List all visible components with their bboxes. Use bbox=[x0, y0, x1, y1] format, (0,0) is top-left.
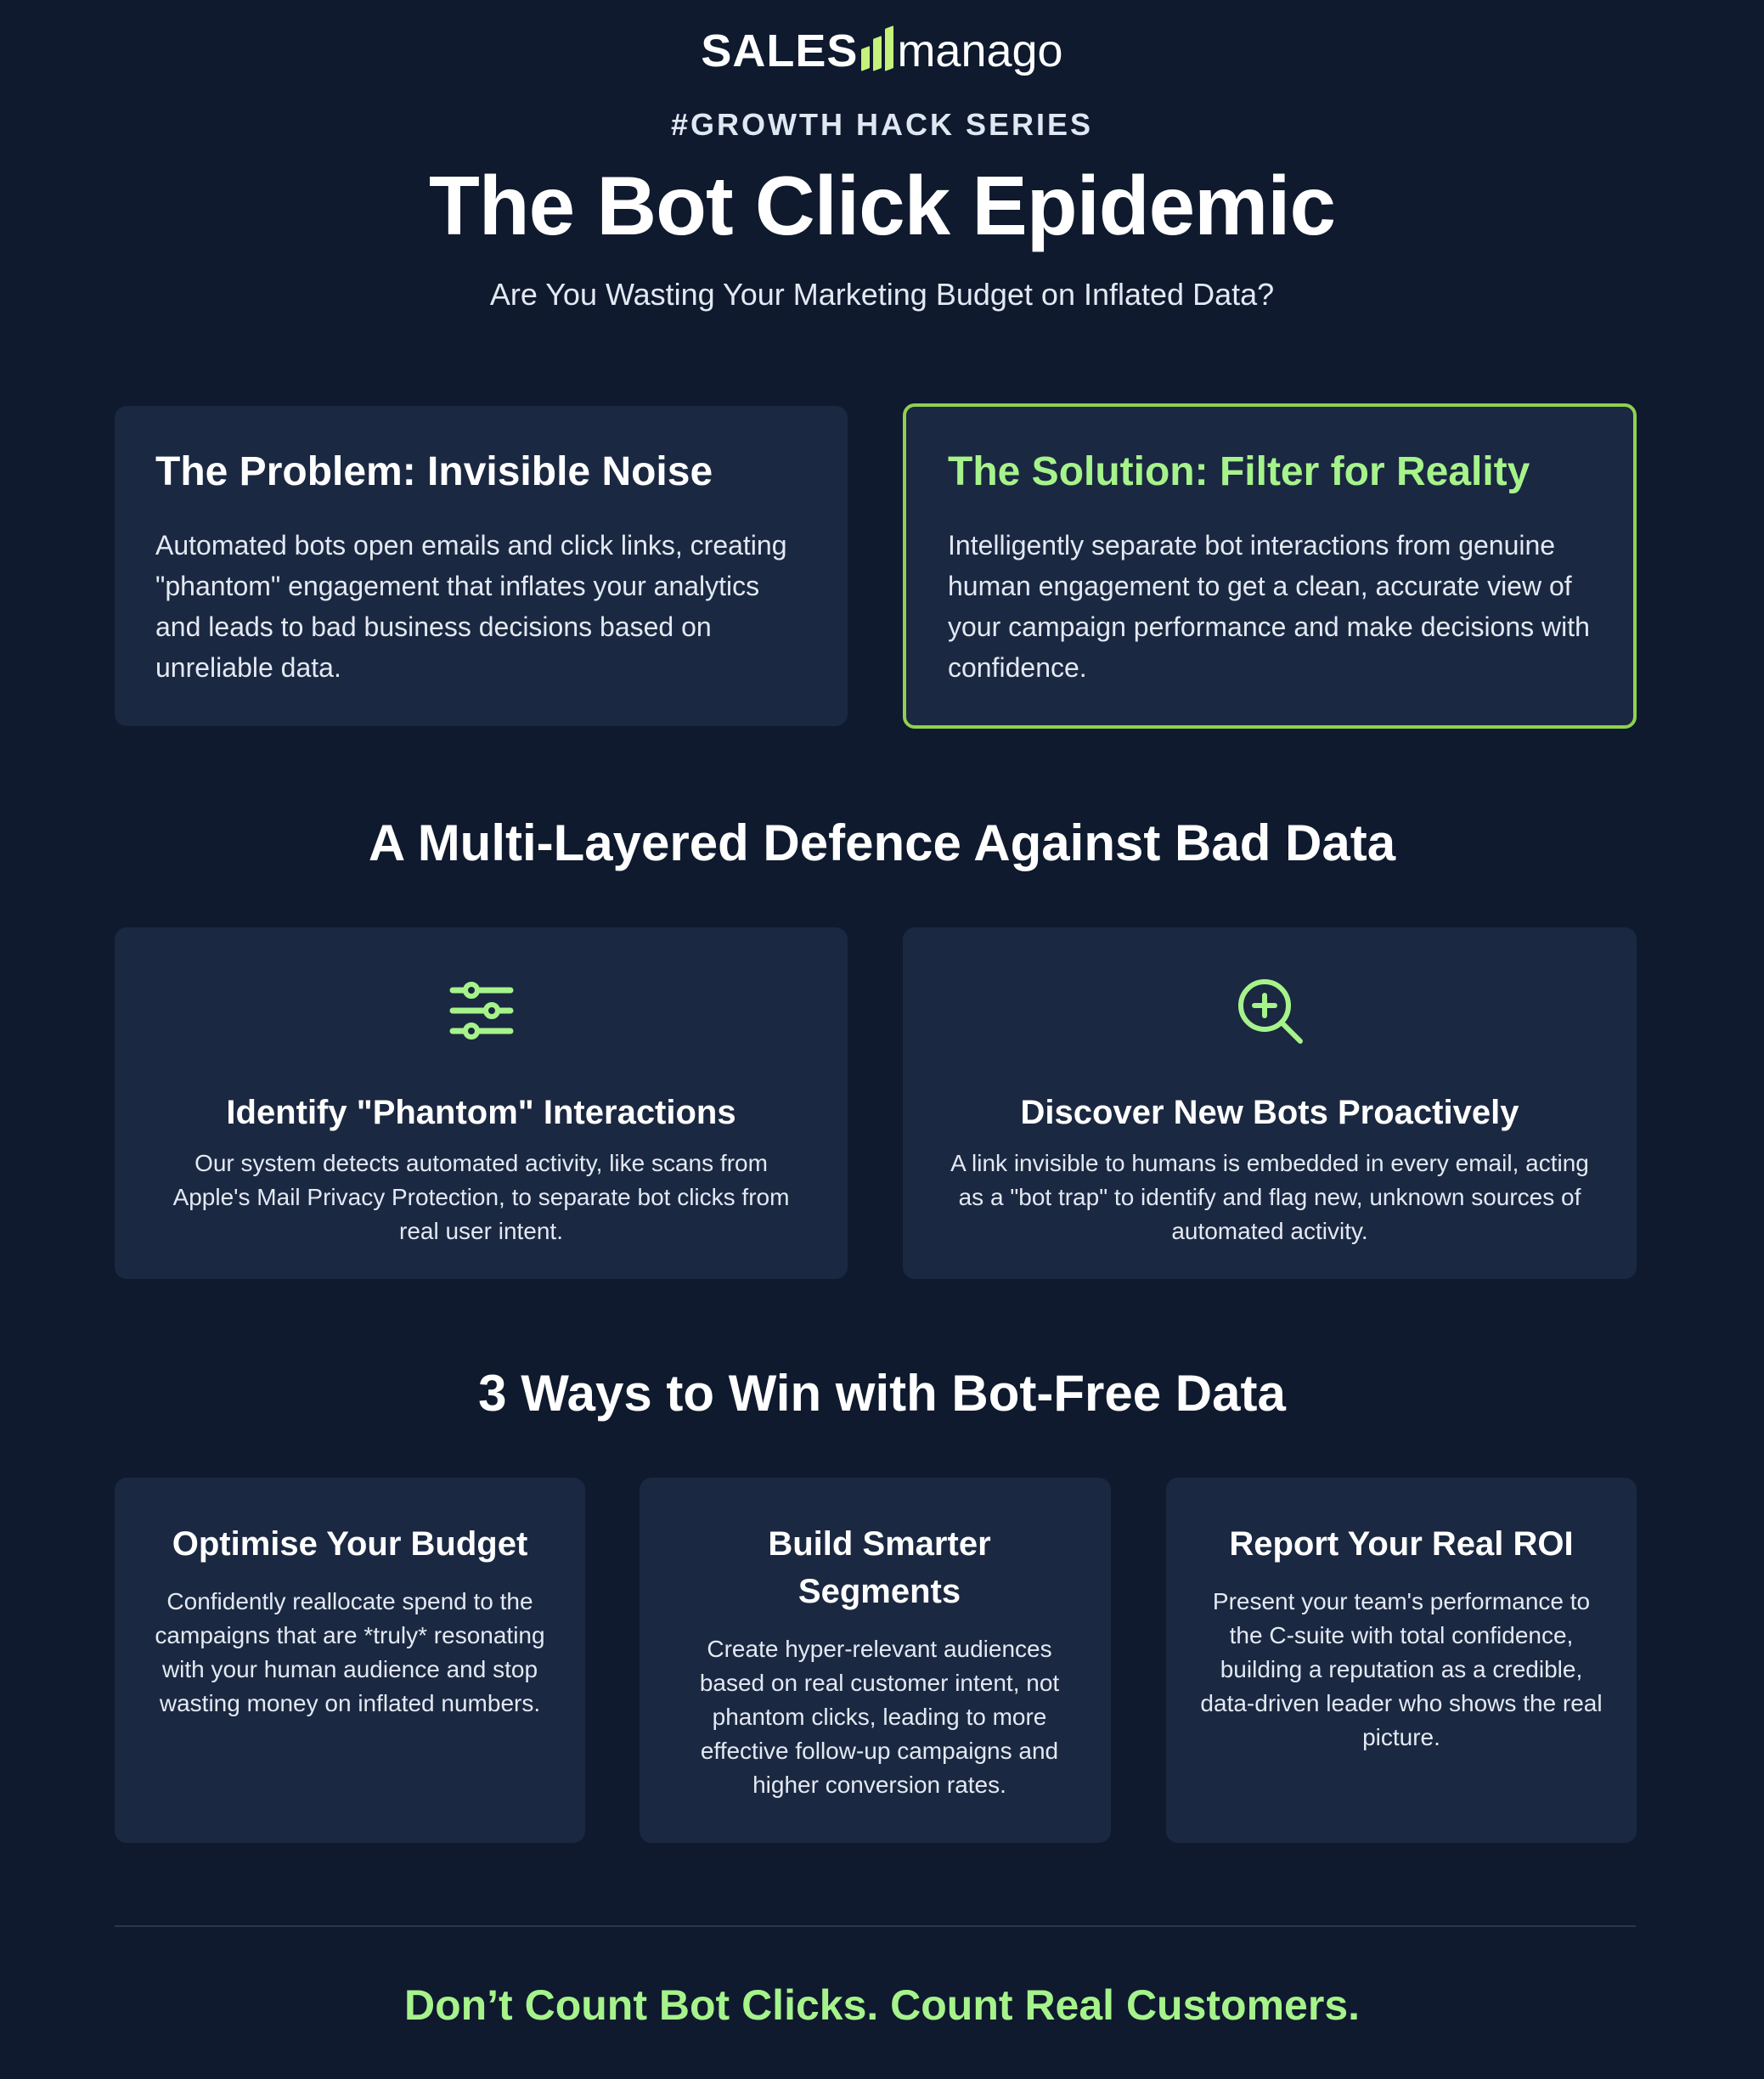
defence-section-heading: A Multi-Layered Defence Against Bad Data bbox=[368, 814, 1396, 871]
page-title: The Bot Click Epidemic bbox=[428, 159, 1336, 252]
footer-tagline: Don’t Count Bot Clicks. Count Real Custo… bbox=[403, 1981, 1361, 2029]
problem-title: The Problem: Invisible Noise bbox=[155, 449, 713, 494]
way-body: Create hyper-relevant audiences based on… bbox=[699, 1636, 1060, 1798]
way-body: Confidently reallocate spend to the camp… bbox=[155, 1588, 545, 1716]
way-card-budget: Optimise Your Budget Confidently realloc… bbox=[115, 1478, 585, 1843]
problem-body: Automated bots open emails and click lin… bbox=[155, 530, 787, 683]
feature-card-phantom: Identify "Phantom" Interactions Our syst… bbox=[115, 927, 848, 1279]
brand-logo: SALES manago bbox=[0, 20, 1764, 75]
sliders-icon bbox=[449, 982, 513, 1040]
footer-divider bbox=[115, 1925, 1636, 1927]
feature-body: A link invisible to humans is embedded i… bbox=[950, 1150, 1589, 1244]
feature-title: Identify "Phantom" Interactions bbox=[226, 1094, 736, 1131]
series-kicker: #GROWTH HACK SERIES bbox=[670, 107, 1094, 142]
way-title: Optimise Your Budget bbox=[172, 1525, 528, 1563]
logo-text-manago: manago bbox=[897, 25, 1063, 76]
logo-bars-icon bbox=[861, 22, 894, 71]
problem-card: The Problem: Invisible Noise Automated b… bbox=[115, 406, 848, 726]
way-card-segments: Build Smarter Segments Create hyper-rele… bbox=[640, 1478, 1111, 1843]
solution-title: The Solution: Filter for Reality bbox=[948, 449, 1530, 494]
logo-text-sales: SALES bbox=[701, 25, 859, 76]
ways-section-heading: 3 Ways to Win with Bot-Free Data bbox=[478, 1365, 1286, 1422]
way-title: Report Your Real ROI bbox=[1229, 1525, 1574, 1563]
way-title: Build Smarter Segments bbox=[768, 1525, 991, 1610]
zoom-in-icon bbox=[1238, 979, 1303, 1044]
feature-title: Discover New Bots Proactively bbox=[1020, 1094, 1519, 1131]
way-card-roi: Report Your Real ROI Present your team's… bbox=[1166, 1478, 1637, 1843]
way-body: Present your team's performance to the C… bbox=[1200, 1588, 1603, 1750]
feature-card-discover: Discover New Bots Proactively A link inv… bbox=[903, 927, 1637, 1279]
feature-body: Our system detects automated activity, l… bbox=[172, 1150, 790, 1244]
page-subtitle: Are You Wasting Your Marketing Budget on… bbox=[489, 277, 1275, 312]
solution-body: Intelligently separate bot interactions … bbox=[948, 530, 1590, 683]
solution-card: The Solution: Filter for Reality Intelli… bbox=[903, 403, 1637, 729]
